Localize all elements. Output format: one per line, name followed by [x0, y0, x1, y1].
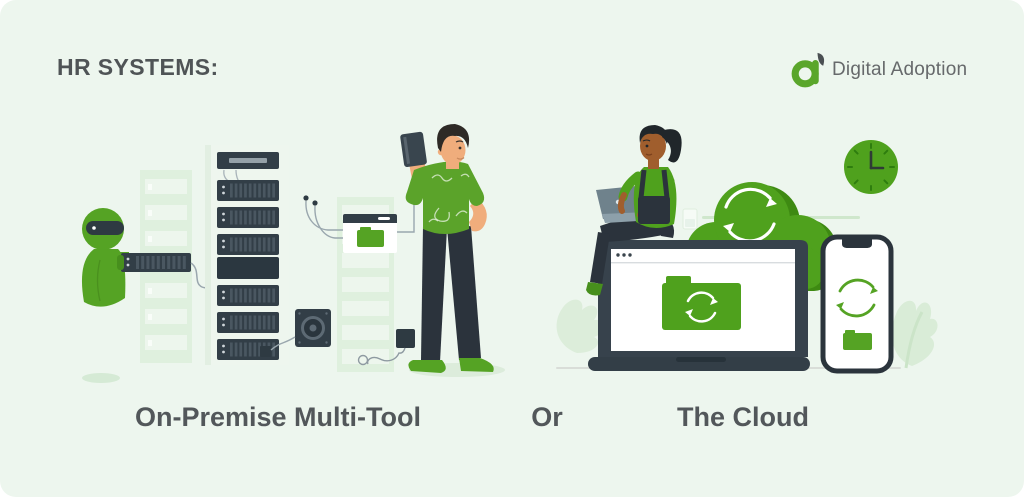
glass [682, 208, 698, 230]
label-or: Or [531, 402, 563, 432]
tablet [400, 131, 427, 167]
leaf-decoration-right [891, 300, 938, 369]
cloud-illustration [556, 125, 938, 374]
clock-icon [844, 140, 898, 194]
cable-curl [357, 329, 415, 366]
laptop [588, 240, 810, 371]
logo-leaf-icon [817, 52, 825, 66]
server-units [217, 180, 279, 360]
empty-server-slot [217, 257, 279, 279]
man-head [440, 135, 466, 165]
phone-folder-icon [843, 330, 872, 350]
overall-bib [638, 196, 670, 224]
smartphone [820, 234, 894, 374]
leaf-decoration-left [556, 299, 604, 353]
phone-sync-icon [836, 278, 878, 318]
laptop-base [588, 357, 810, 371]
green-shoe [586, 282, 603, 296]
digital-adoption-a-icon [791, 52, 825, 88]
window-titlebar [343, 214, 397, 223]
technician [400, 124, 505, 377]
woman-hair [639, 125, 668, 144]
robot-visor [86, 221, 124, 235]
folder-sync-icon [662, 276, 741, 330]
woman-with-laptop [586, 125, 682, 296]
brand-logo: Digital Adoption [789, 50, 967, 90]
page-title: HR SYSTEMS: [57, 54, 219, 80]
label-on-premise: On-Premise Multi-Tool [134, 402, 422, 432]
woman-head [640, 131, 666, 161]
folder-icon [357, 230, 384, 247]
robot [81, 208, 218, 383]
green-shoe-right [459, 358, 494, 372]
phone-notch [842, 239, 872, 248]
fan-box [270, 309, 331, 351]
brand-name: Digital Adoption [832, 59, 968, 80]
green-shoe-left [408, 360, 446, 373]
folder-window [303, 172, 415, 253]
man-hair [437, 124, 470, 152]
on-premise-illustration [81, 124, 505, 383]
label-the-cloud: The Cloud [677, 402, 809, 432]
ponytail [662, 129, 682, 163]
robot-shadow [82, 373, 120, 383]
green-shirt [405, 161, 485, 234]
server-rack-main [205, 145, 289, 365]
